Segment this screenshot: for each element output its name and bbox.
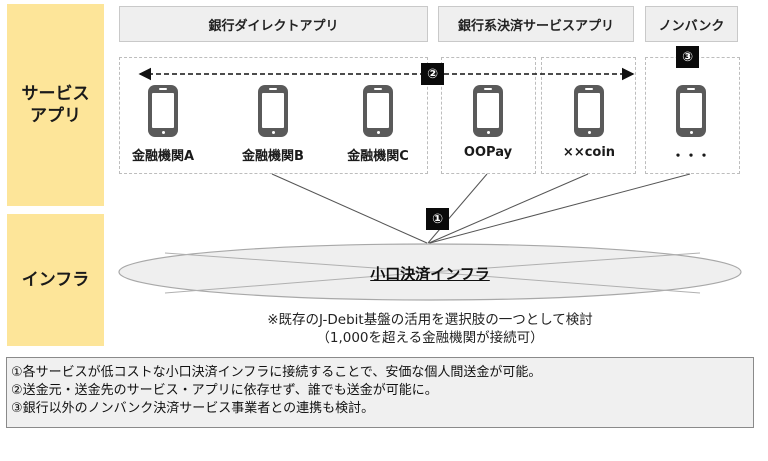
badge-2: ② [421,63,444,85]
smartphone-icon [473,85,503,137]
summary-line: ③銀行以外のノンバンク決済サービス事業者との連携も検討。 [11,401,375,416]
group-xxcoin [541,57,636,174]
smartphone-icon [574,85,604,137]
app-label: 金融機関A [131,149,195,164]
row-label-infra-text: インフラ [21,270,90,290]
app-item: OOPay [438,85,538,160]
category-label: ノンバンク [658,18,725,34]
app-label: ・・・ [671,149,711,164]
app-label: 金融機関B [242,149,304,164]
category-nonbank: ノンバンク [645,6,738,42]
connect-line-bank [271,173,428,244]
infra-note: ※既存のJ-Debit基盤の活用を選択肢の一つとして検討 （1,000を超える金… [200,311,660,347]
summary-line: ②送金元・送金先のサービス・アプリに依存せず、誰でも送金が可能に。 [11,383,438,398]
app-label: OOPay [463,145,513,160]
smartphone-icon [676,85,706,137]
app-item: ・・・ [641,85,741,164]
app-label: 金融機関C [347,149,409,164]
category-label: 銀行ダイレクトアプリ [208,18,339,34]
row-label-infra: インフラ [7,214,104,346]
smartphone-icon [258,85,288,137]
summary-line: ①各サービスが低コストな小口決済インフラに接続することで、安価な個人間送金が可能… [11,365,542,380]
app-item: ××coin [539,85,639,160]
connect-line-oopay [427,173,488,244]
row-label-service-app: サービス アプリ [7,4,104,206]
category-bank-payment-app: 銀行系決済サービスアプリ [438,6,634,42]
badge-3: ③ [676,46,699,68]
smartphone-icon [363,85,393,137]
badge-1: ① [426,208,449,230]
group-oopay [441,57,536,174]
category-bank-direct-app: 銀行ダイレクトアプリ [119,6,428,42]
row-label-service-app-line2: アプリ [30,106,81,126]
group-bank-direct [119,57,428,174]
row-label-service-app-line1: サービス [21,84,90,104]
infra-note-line2: （1,000を超える金融機関が接続可） [316,330,544,346]
category-label: 銀行系決済サービスアプリ [457,18,614,34]
infra-note-line1: ※既存のJ-Debit基盤の活用を選択肢の一つとして検討 [267,312,593,328]
app-label: ××coin [562,145,616,160]
summary-box: ①各サービスが低コストな小口決済インフラに接続することで、安価な個人間送金が可能… [6,357,754,428]
app-item: 金融機関A [113,85,213,164]
infra-label: 小口決済インフラ [370,265,490,283]
smartphone-icon [148,85,178,137]
ellipse-inner-line [164,271,701,294]
connect-line-nonbank [429,173,691,244]
app-item: 金融機関C [328,85,428,164]
app-item: 金融機関B [223,85,323,164]
connect-line-xxcoin [428,173,589,244]
